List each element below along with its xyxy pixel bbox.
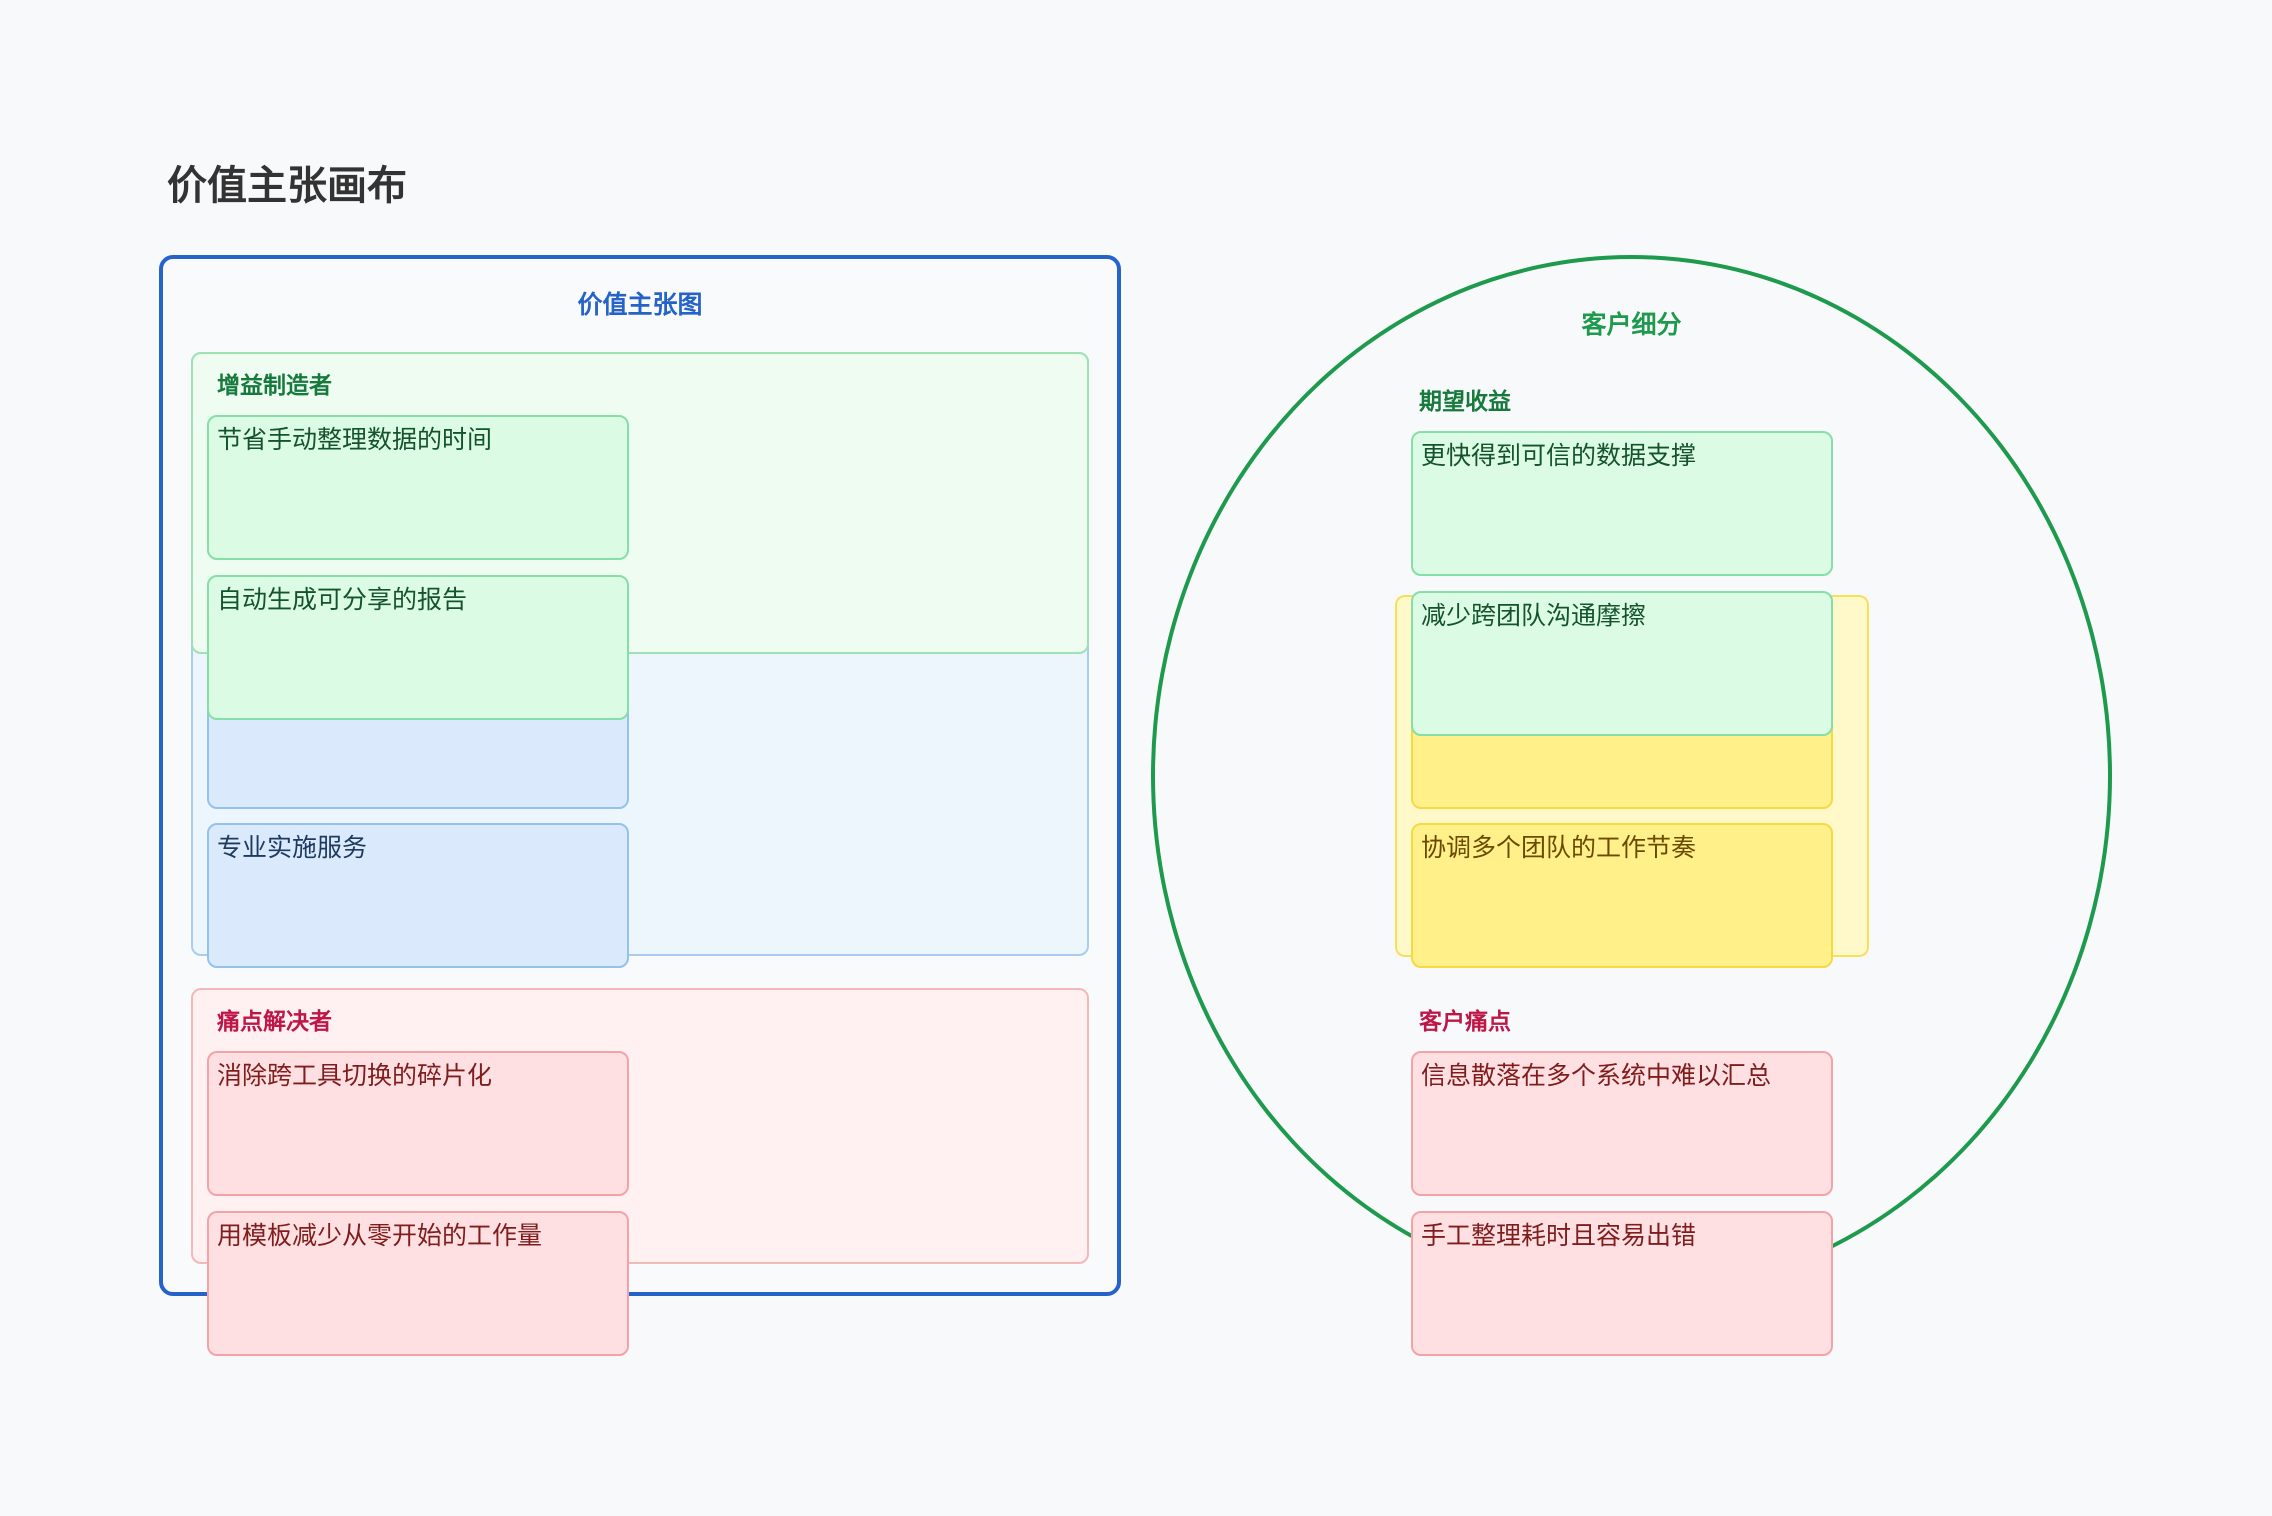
product-card[interactable]: 专业实施服务 bbox=[207, 823, 629, 968]
gain-creators-label: 增益制造者 bbox=[217, 373, 332, 399]
customer-job-card[interactable]: 协调多个团队的工作节奏 bbox=[1411, 823, 1833, 968]
customer-pains-label: 客户痛点 bbox=[1419, 1009, 1511, 1035]
customer-gain-card[interactable]: 更快得到可信的数据支撑 bbox=[1411, 431, 1833, 576]
page-title: 价值主张画布 bbox=[167, 163, 407, 209]
customer-segment-heading: 客户细分 bbox=[1581, 310, 1682, 339]
pain-reliever-card[interactable]: 消除跨工具切换的碎片化 bbox=[207, 1051, 629, 1196]
customer-pain-card[interactable]: 手工整理耗时且容易出错 bbox=[1411, 1211, 1833, 1356]
pain-relievers-label: 痛点解决者 bbox=[217, 1009, 332, 1035]
customer-gain-card[interactable]: 减少跨团队沟通摩擦 bbox=[1411, 591, 1833, 736]
value-map-heading: 价值主张图 bbox=[577, 290, 703, 319]
gain-creator-card[interactable]: 节省手动整理数据的时间 bbox=[207, 415, 629, 560]
gain-creator-card[interactable]: 自动生成可分享的报告 bbox=[207, 575, 629, 720]
customer-gains-label: 期望收益 bbox=[1419, 389, 1511, 415]
pain-reliever-card[interactable]: 用模板减少从零开始的工作量 bbox=[207, 1211, 629, 1356]
customer-pain-card[interactable]: 信息散落在多个系统中难以汇总 bbox=[1411, 1051, 1833, 1196]
